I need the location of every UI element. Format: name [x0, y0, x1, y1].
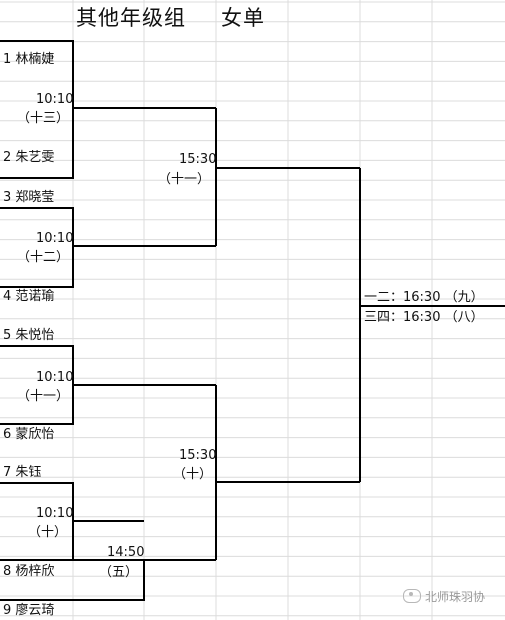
match-court-r2-a: （十一） — [158, 172, 211, 187]
player-6: 6 蒙欣怡 — [3, 427, 55, 442]
player-7: 7 朱钰 — [3, 465, 42, 480]
page-title-category: 其他年级组 — [76, 6, 186, 30]
player-8: 8 杨梓欣 — [3, 564, 55, 579]
match-time-r1-a: 10:10 — [36, 92, 74, 107]
match-time-r1-d: 10:10 — [36, 506, 74, 521]
bracket-line-r1-b — [0, 207, 74, 288]
match-court-r1-a: （十三） — [17, 111, 70, 126]
placement-first-second: 一二：16:30 （九） — [364, 290, 484, 305]
match-time-r1-c: 10:10 — [36, 370, 74, 385]
match-time-r2-a: 15:30 — [179, 152, 217, 167]
watermark: 北师珠羽协 — [402, 588, 485, 605]
wechat-icon — [402, 589, 421, 603]
match-time-r2-b: 15:30 — [179, 448, 217, 463]
bracket-line-r1-d — [0, 482, 74, 560]
watermark-text: 北师珠羽协 — [424, 590, 485, 604]
match-time-r1-b: 10:10 — [36, 231, 74, 246]
match-court-r1-e: （五） — [99, 565, 139, 580]
match-court-r1-b: （十二） — [17, 250, 70, 265]
player-1: 1 林楠婕 — [3, 52, 55, 67]
placement-third-fourth: 三四：16:30 （八） — [364, 310, 484, 325]
player-2: 2 朱艺雯 — [3, 150, 55, 165]
match-court-r1-d: （十） — [28, 525, 68, 540]
page-title-event: 女单 — [221, 6, 265, 30]
player-5: 5 朱悦怡 — [3, 328, 55, 343]
match-time-r1-e: 14:50 — [107, 545, 145, 560]
player-4: 4 范诺瑜 — [3, 289, 55, 304]
player-9: 9 廖云琦 — [3, 603, 55, 618]
match-court-r2-b: （十） — [173, 467, 213, 482]
bracket-line-r1-a — [0, 40, 74, 179]
match-court-r1-c: （十一） — [17, 389, 70, 404]
player-3: 3 郑晓莹 — [3, 190, 55, 205]
